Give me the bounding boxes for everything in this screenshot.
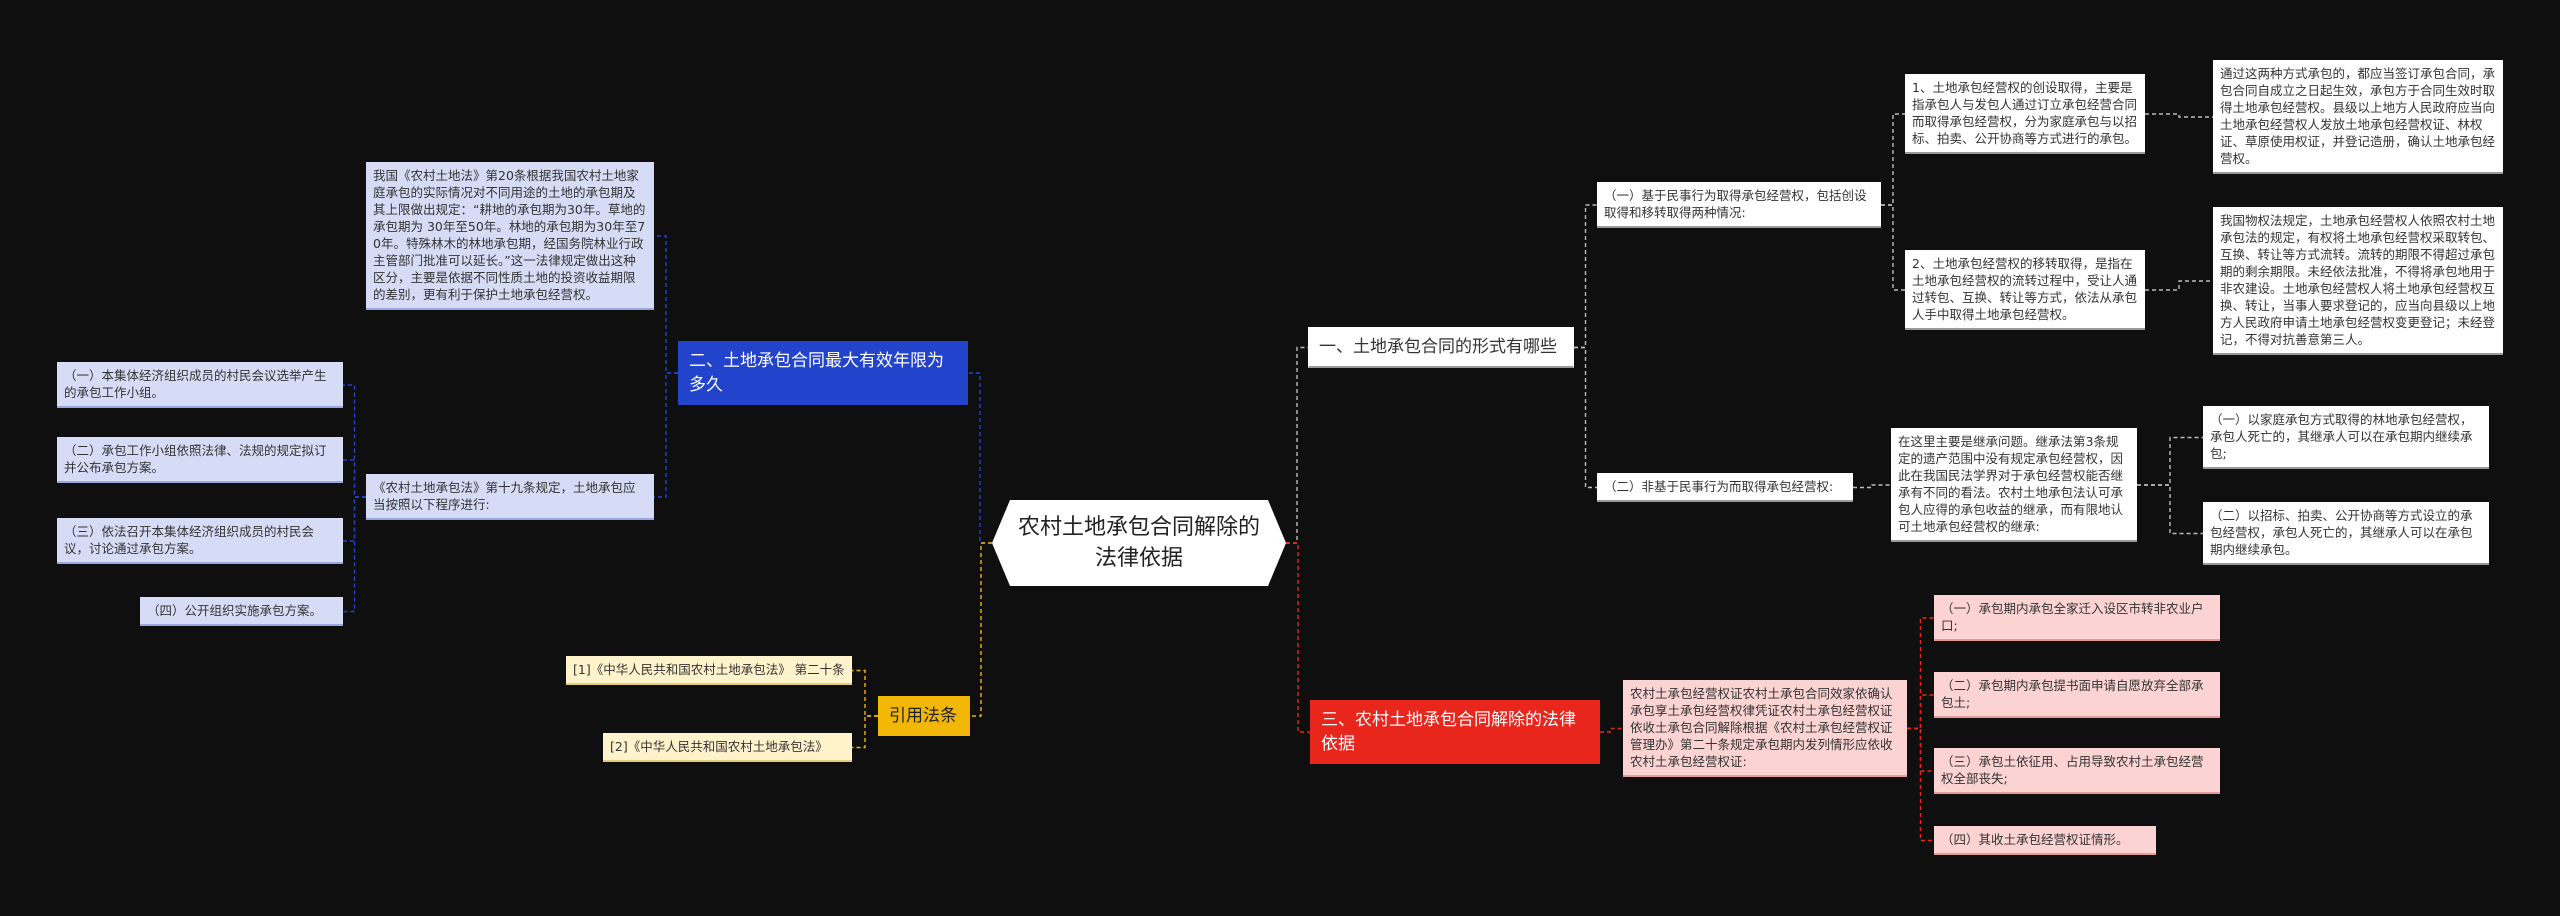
note-cancellation-basis[interactable]: 农村土承包经营权证农村土承包合同效家依确认承包享土承包经营权律凭证农村土承包经营… [1623,680,1907,777]
note-cancellation-basis-text: 农村土承包经营权证农村土承包合同效家依确认承包享土承包经营权律凭证农村土承包经营… [1630,686,1893,769]
link-refs-1 [852,669,878,717]
link-procedure-step-3 [343,496,366,542]
link-basis-case-3 [1907,727,1934,772]
link-procedure-step-4 [343,496,366,613]
subtopic-civil-acquisition-label: （一）基于民事行为取得承包经营权，包括创设取得和移转取得两种情况: [1604,188,1867,220]
link-forms-civil [1574,204,1597,349]
case-item-1[interactable]: （一）承包期内承包全家迁入设区市转非农业户口; [1934,595,2220,641]
link-forms-noncivil [1574,346,1597,489]
note-contract-procedure-text: 《农村土地承包法》第十九条规定，土地承包应当按照以下程序进行: [373,480,636,512]
case-item-2[interactable]: （二）承包期内承包提书面申请自愿放弃全部承包土; [1934,672,2220,718]
link-basis-case-4 [1907,727,1934,842]
link-refs-2 [852,715,878,749]
link-basis-case-1 [1907,617,1934,730]
note-term-law-text: 我国《农村土地法》第20条根据我国农村土地家庭承包的实际情况对不同用途的土地的承… [373,168,646,302]
link-civil-create [1881,113,1905,206]
link-cancel-basis [1600,727,1623,733]
procedure-step-4[interactable]: （四）公开组织实施承包方案。 [140,597,343,626]
case-item-1-text: （一）承包期内承包全家迁入设区市转非农业户口; [1941,601,2204,633]
procedure-step-4-text: （四）公开组织实施承包方案。 [147,603,323,618]
link-term-procedure [654,372,678,498]
topic-max-term[interactable]: 二、土地承包合同最大有效年限为多久 [678,341,968,405]
subtopic-transfer-acquisition[interactable]: 2、土地承包经营权的移转取得，是指在土地承包经营权的流转过程中，受让人通过转包、… [1905,250,2145,330]
topic-contract-forms-label: 一、土地承包合同的形式有哪些 [1319,337,1557,357]
subtopic-civil-acquisition[interactable]: （一）基于民事行为取得承包经营权，包括创设取得和移转取得两种情况: [1597,182,1881,228]
note-contract-procedure[interactable]: 《农村土地承包法》第十九条规定，土地承包应当按照以下程序进行: [366,474,654,520]
link-inherit-tender [2137,484,2203,535]
link-noncivil-inherit [1853,484,1891,489]
topic-cancellation-basis-label: 三、农村土地承包合同解除的法律依据 [1321,710,1576,754]
note-inheritance-text: 在这里主要是继承问题。继承法第3条规定的遗产范围中没有规定承包经营权，因此在我国… [1898,434,2124,534]
topic-cited-laws[interactable]: 引用法条 [878,696,970,736]
note-creation-detail[interactable]: 通过这两种方式承包的，都应当签订承包合同，承包合同自成立之日起生效，承包方于合同… [2213,60,2503,174]
link-basis-case-2 [1907,694,1934,730]
procedure-step-1[interactable]: （一）本集体经济组织成员的村民会议选举产生的承包工作小组。 [57,362,343,408]
link-inherit-family [2137,436,2203,486]
note-transfer-detail-text: 我国物权法规定，土地承包经营权人依照农村土地承包法的规定，有权将土地承包经营权采… [2220,213,2496,347]
case-item-4[interactable]: （四）其收土承包经营权证情形。 [1934,826,2156,855]
link-procedure-step-2 [343,459,366,498]
cited-law-2[interactable]: [2]《中华人民共和国农村土地承包法》 [603,733,852,762]
cited-law-1[interactable]: [1]《中华人民共和国农村土地承包法》 第二十条 [566,656,852,685]
link-root-term [968,372,992,544]
link-root-cancel [1286,542,1310,733]
subtopic-creation-acquisition[interactable]: 1、土地承包经营权的创设取得，主要是指承包人与发包人通过订立承包经营合同而取得承… [1905,74,2145,154]
procedure-step-2[interactable]: （二）承包工作小组依照法律、法规的规定拟订并公布承包方案。 [57,437,343,483]
cited-law-2-text: [2]《中华人民共和国农村土地承包法》 [610,739,828,754]
note-inheritance[interactable]: 在这里主要是继承问题。继承法第3条规定的遗产范围中没有规定承包经营权，因此在我国… [1891,428,2137,542]
topic-cancellation-basis[interactable]: 三、农村土地承包合同解除的法律依据 [1310,700,1600,764]
link-root-refs [970,542,992,717]
note-inheritance-tender[interactable]: （二）以招标、拍卖、公开协商等方式设立的承包经营权，承包人死亡的，其继承人可以在… [2203,502,2489,565]
note-inheritance-tender-text: （二）以招标、拍卖、公开协商等方式设立的承包经营权，承包人死亡的，其继承人可以在… [2210,508,2473,557]
subtopic-noncivil-acquisition[interactable]: （二）非基于民事行为而取得承包经营权: [1597,473,1853,502]
root-topic[interactable]: 农村土地承包合同解除的法律依据 [992,500,1286,586]
link-create-detail [2145,113,2213,118]
subtopic-creation-acquisition-label: 1、土地承包经营权的创设取得，主要是指承包人与发包人通过订立承包经营合同而取得承… [1912,80,2138,146]
case-item-2-text: （二）承包期内承包提书面申请自愿放弃全部承包土; [1941,678,2204,710]
case-item-3-text: （三）承包土依征用、占用导致农村土承包经营权全部丧失; [1941,754,2204,786]
link-term-law [654,235,678,374]
note-inheritance-family[interactable]: （一）以家庭承包方式取得的林地承包经营权，承包人死亡的，其继承人可以在承包期内继… [2203,406,2489,469]
note-creation-detail-text: 通过这两种方式承包的，都应当签订承包合同，承包合同自成立之日起生效，承包方于合同… [2220,66,2496,166]
cited-law-1-text: [1]《中华人民共和国农村土地承包法》 第二十条 [573,662,845,677]
root-hexagon-shape [992,500,1286,586]
link-procedure-step-1 [343,384,366,498]
note-inheritance-family-text: （一）以家庭承包方式取得的林地承包经营权，承包人死亡的，其继承人可以在承包期内继… [2210,412,2473,461]
subtopic-transfer-acquisition-label: 2、土地承包经营权的移转取得，是指在土地承包经营权的流转过程中，受让人通过转包、… [1912,256,2138,322]
link-transfer-detail [2145,280,2213,291]
topic-contract-forms[interactable]: 一、土地承包合同的形式有哪些 [1308,327,1574,368]
link-civil-transfer [1881,204,1905,291]
procedure-step-1-text: （一）本集体经济组织成员的村民会议选举产生的承包工作小组。 [64,368,327,400]
procedure-step-2-text: （二）承包工作小组依照法律、法规的规定拟订并公布承包方案。 [64,443,327,475]
case-item-4-text: （四）其收土承包经营权证情形。 [1941,832,2129,847]
root-topic-label: 农村土地承包合同解除的法律依据 [1018,515,1261,571]
topic-max-term-label: 二、土地承包合同最大有效年限为多久 [689,351,944,395]
subtopic-noncivil-acquisition-label: （二）非基于民事行为而取得承包经营权: [1604,479,1834,494]
note-term-law[interactable]: 我国《农村土地法》第20条根据我国农村土地家庭承包的实际情况对不同用途的土地的承… [366,162,654,310]
case-item-3[interactable]: （三）承包土依征用、占用导致农村土承包经营权全部丧失; [1934,748,2220,794]
link-root-forms [1286,346,1308,544]
note-transfer-detail[interactable]: 我国物权法规定，土地承包经营权人依照农村土地承包法的规定，有权将土地承包经营权采… [2213,207,2503,355]
procedure-step-3-text: （三）依法召开本集体经济组织成员的村民会议，讨论通过承包方案。 [64,524,315,556]
topic-cited-laws-label: 引用法条 [889,706,957,726]
procedure-step-3[interactable]: （三）依法召开本集体经济组织成员的村民会议，讨论通过承包方案。 [57,518,343,564]
